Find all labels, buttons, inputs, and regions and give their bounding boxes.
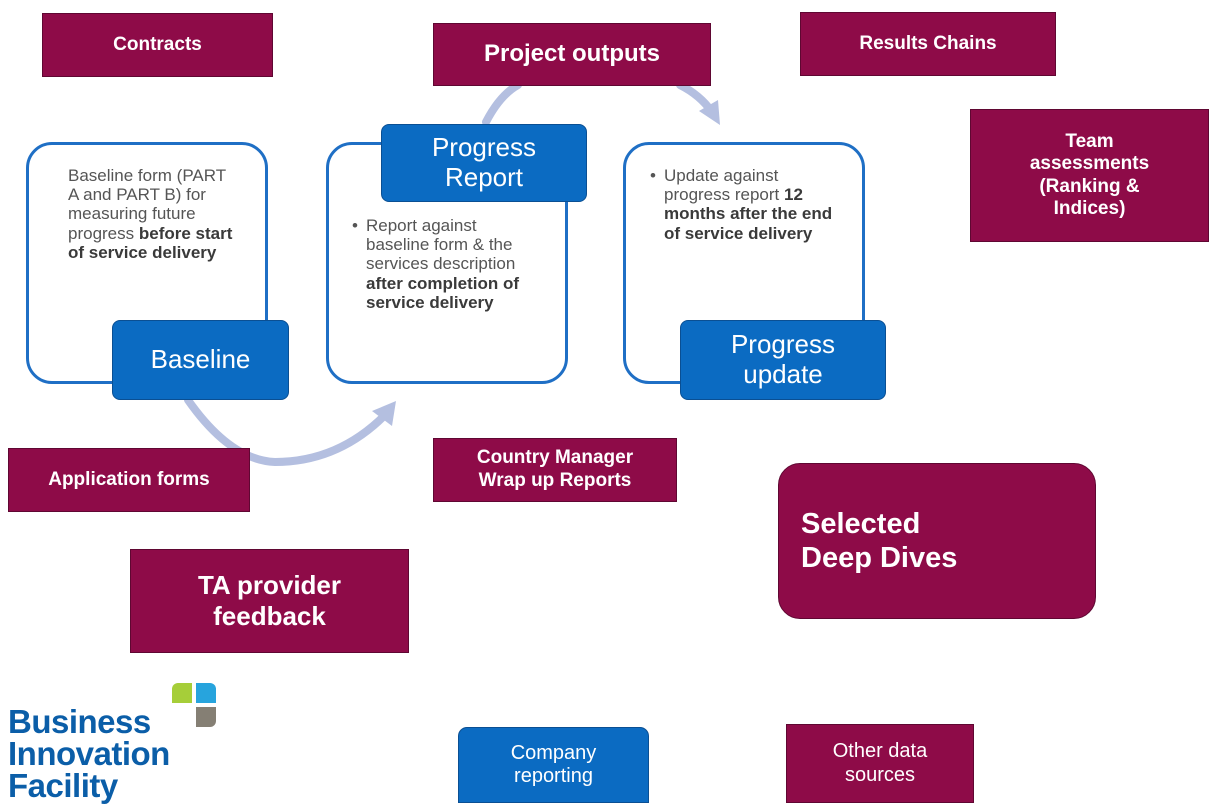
progress-report-text: •Report against baseline form & the serv… [352, 216, 520, 312]
other-data-sources-line: sources [844, 763, 916, 786]
company-reporting-line: Company [510, 742, 597, 764]
progress-report-label-line: Report [444, 162, 524, 192]
logo-line: Facility [8, 767, 118, 804]
logo-blue-square-icon [196, 683, 216, 703]
ta-provider-line: TA provider [197, 570, 341, 601]
company-reporting-line: reporting [514, 765, 593, 787]
ta-provider-line: feedback [213, 601, 326, 631]
country-manager-line: Wrap up Reports [478, 470, 632, 491]
team-assessments-box: Team assessments (Ranking & Indices) [970, 109, 1209, 242]
progress-update-text: •Update against progress report 12 month… [650, 166, 833, 243]
project-outputs-label: Project outputs [483, 40, 660, 68]
team-assessments-line: Indices) [1053, 197, 1126, 219]
team-assessments-line: assessments [1029, 153, 1150, 175]
arrow-baseline-to-report [184, 396, 392, 467]
company-reporting-legend: Company reporting [458, 727, 649, 803]
progress-report-label-box: Progress Report [381, 124, 587, 202]
baseline-label-box: Baseline [112, 320, 289, 400]
baseline-text: •Baseline form (PART A and PART B) for m… [68, 166, 233, 262]
arrow-report-to-outputs [482, 81, 522, 126]
results-chains-box: Results Chains [800, 12, 1056, 76]
application-forms-label: Application forms [48, 468, 210, 490]
progress-update-label-line: Progress [730, 329, 836, 360]
other-data-sources-line: Other data [832, 739, 928, 762]
progress-report-label-line: Progress [431, 132, 537, 163]
project-outputs-box: Project outputs [433, 23, 711, 86]
progress-update-label-line: update [743, 359, 823, 389]
logo-gray-square-icon [196, 707, 216, 727]
other-data-sources-legend: Other data sources [786, 724, 974, 803]
logo-line: Business [8, 703, 151, 740]
business-innovation-facility-logo: Business Innovation Facility [8, 703, 170, 804]
logo-green-square-icon [172, 683, 192, 703]
country-manager-box: Country Manager Wrap up Reports [433, 438, 677, 502]
results-chains-label: Results Chains [859, 32, 997, 54]
team-assessments-line: (Ranking & [1039, 175, 1140, 197]
application-forms-box: Application forms [8, 448, 250, 512]
logo-line: Innovation [8, 735, 170, 772]
selected-deep-dives-line: Deep Dives [801, 542, 958, 574]
selected-deep-dives-box: Selected Deep Dives [778, 463, 1096, 619]
progress-update-label-box: Progress update [680, 320, 886, 400]
team-assessments-line: Team [1065, 130, 1114, 152]
baseline-label: Baseline [150, 344, 251, 375]
selected-deep-dives-line: Selected [801, 507, 921, 540]
country-manager-line: Country Manager [476, 447, 634, 469]
ta-provider-box: TA provider feedback [130, 549, 409, 653]
contracts-box: Contracts [42, 13, 273, 77]
contracts-label: Contracts [113, 33, 202, 55]
